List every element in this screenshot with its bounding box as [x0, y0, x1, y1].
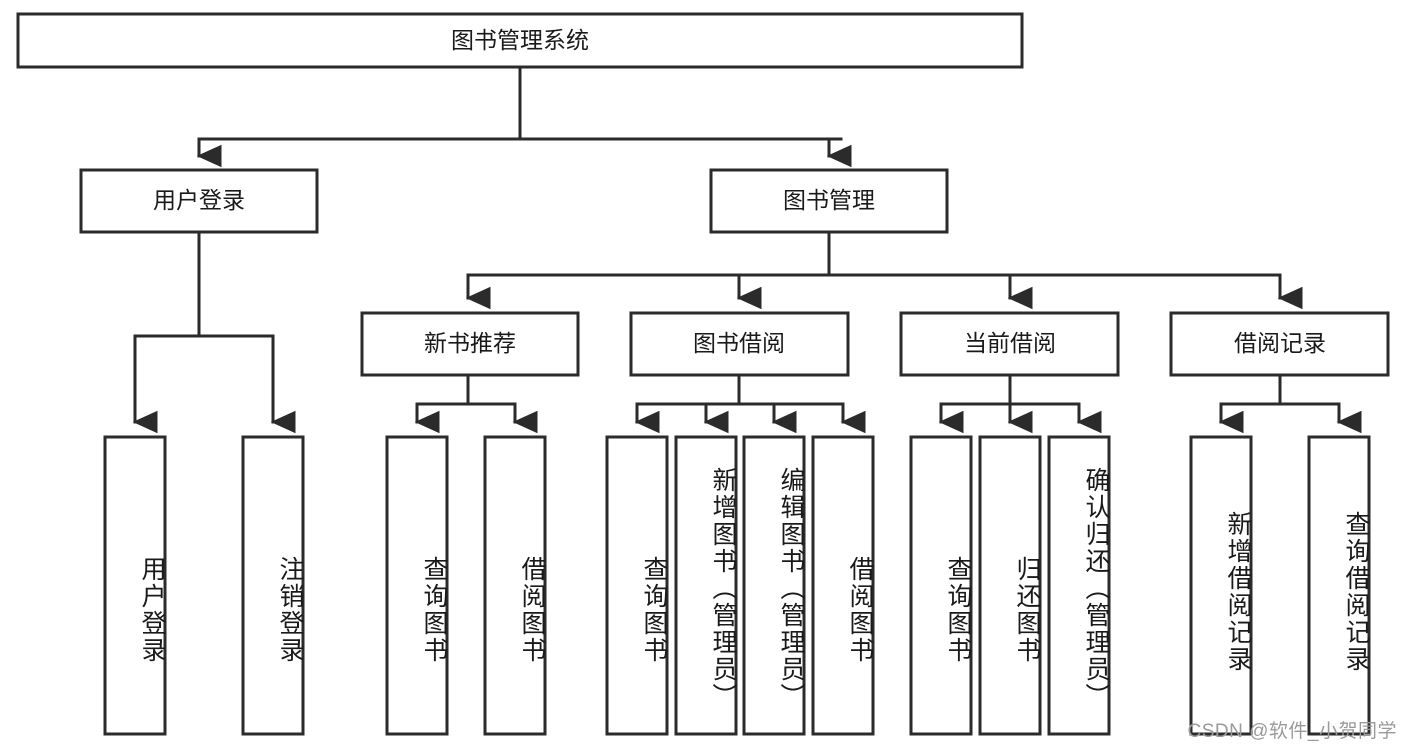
connector-new-book-to-leaves: [414, 373, 538, 434]
leaf-box-borrow-book-2[interactable]: [811, 435, 875, 736]
node-root-book-management-system[interactable]: 图书管理系统: [16, 12, 1024, 69]
node-borrowing-records[interactable]: 借阅记录: [1169, 311, 1390, 377]
leaf-box-borrow-book-1[interactable]: [483, 435, 547, 736]
connector-book-borrow-to-leaves: [634, 373, 866, 434]
csdn-watermark: CSDN @软件_小贺同学: [1187, 721, 1397, 742]
node-book-borrowing-label: 图书借阅: [693, 330, 785, 356]
node-current-borrowing[interactable]: 当前借阅: [899, 311, 1120, 377]
node-book-management-label: 图书管理: [783, 187, 875, 213]
connector-borrow-record-to-leaves: [1218, 373, 1362, 434]
connector-book-mgmt-to-level3: [465, 230, 1303, 310]
leaf-box-query-borrow-record[interactable]: [1307, 435, 1371, 736]
node-book-borrowing[interactable]: 图书借阅: [629, 311, 850, 377]
node-root-label: 图书管理系统: [451, 27, 589, 53]
connector-current-borrow-to-leaves: [938, 373, 1102, 434]
node-user-login-label: 用户登录: [153, 187, 245, 213]
leaf-box-query-book-1[interactable]: [385, 435, 449, 736]
leaf-box-query-book-3[interactable]: [909, 435, 973, 736]
node-current-borrowing-label: 当前借阅: [964, 330, 1056, 356]
node-new-book-recommendation-label: 新书推荐: [424, 330, 516, 356]
node-new-book-recommendation[interactable]: 新书推荐: [360, 311, 580, 377]
leaf-box-logout[interactable]: [241, 435, 305, 736]
leaf-box-add-book-admin[interactable]: [674, 435, 738, 736]
connector-user-login-to-leaves: [132, 230, 296, 434]
node-user-login[interactable]: 用户登录: [79, 168, 319, 234]
leaf-box-confirm-return-admin[interactable]: [1047, 435, 1111, 736]
node-book-management[interactable]: 图书管理: [709, 168, 949, 234]
leaf-box-add-borrow-record[interactable]: [1189, 435, 1253, 736]
leaf-box-return-book[interactable]: [978, 435, 1042, 736]
node-borrowing-records-label: 借阅记录: [1234, 330, 1326, 356]
leaf-box-edit-book-admin[interactable]: [742, 435, 806, 736]
connector-root-to-level2: [196, 65, 852, 168]
leaf-box-query-book-2[interactable]: [605, 435, 669, 736]
leaf-node-boxes: [103, 435, 1371, 736]
leaf-box-user-login[interactable]: [103, 435, 167, 736]
